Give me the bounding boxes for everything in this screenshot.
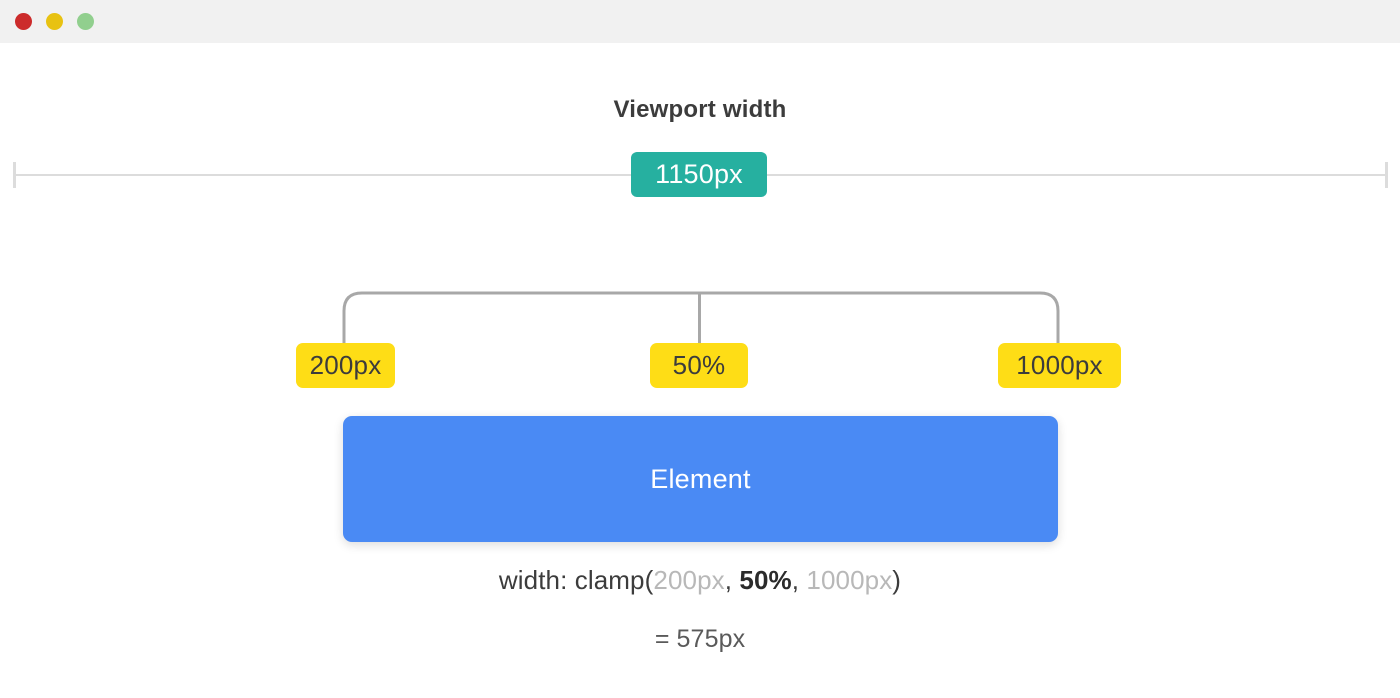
- clamp-bracket-icon: [342, 291, 1060, 353]
- viewport-width-badge: 1150px: [631, 152, 767, 197]
- ruler-cap-left-icon: [13, 162, 16, 188]
- formula-prefix: width: clamp(: [498, 565, 654, 595]
- diagram-canvas: Viewport width 1150px 200px 50% 1000px E…: [0, 43, 1400, 698]
- close-button[interactable]: [15, 13, 32, 30]
- element-label: Element: [650, 463, 751, 494]
- computed-result: = 575px: [654, 625, 746, 653]
- marker-badge-min: 200px: [296, 343, 395, 388]
- ruler-cap-right-icon: [1385, 162, 1388, 188]
- maximize-button[interactable]: [77, 13, 94, 30]
- clamp-formula: width: clamp(200px, 50%, 1000px): [0, 565, 1400, 596]
- traffic-light-group: [15, 13, 94, 30]
- formula-min: 200px: [653, 565, 725, 595]
- page-title: Viewport width: [613, 96, 787, 123]
- window-titlebar: [0, 0, 1400, 43]
- formula-separator-1: ,: [724, 565, 740, 595]
- element-box: Element: [343, 416, 1058, 542]
- minimize-button[interactable]: [46, 13, 63, 30]
- formula-suffix: ): [892, 565, 902, 595]
- formula-separator-2: ,: [791, 565, 807, 595]
- marker-badge-max: 1000px: [998, 343, 1121, 388]
- marker-badge-preferred: 50%: [650, 343, 748, 388]
- formula-max: 1000px: [806, 565, 893, 595]
- formula-preferred: 50%: [739, 565, 792, 595]
